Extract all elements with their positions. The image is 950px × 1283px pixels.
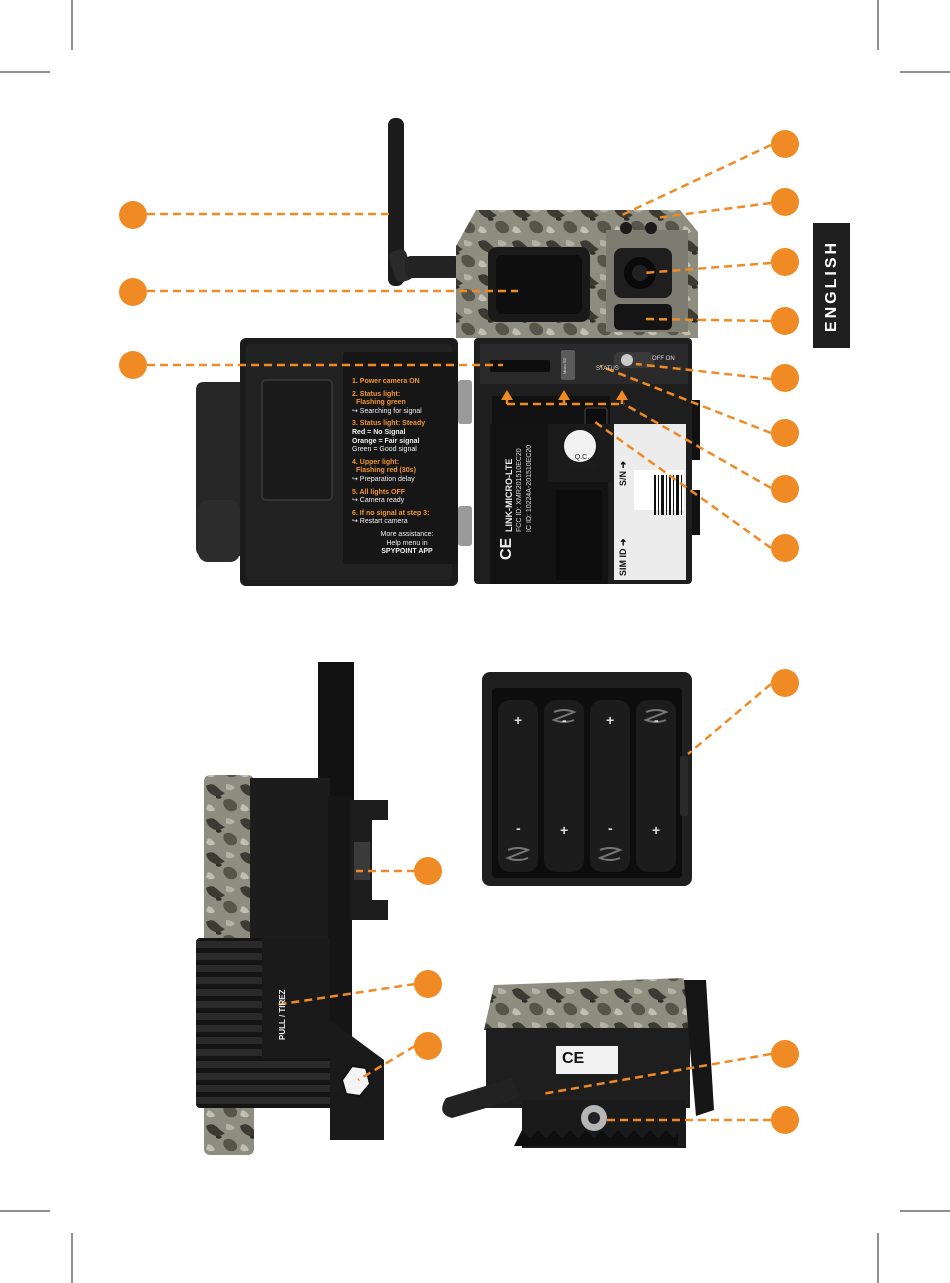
callout-sim-slot bbox=[771, 475, 799, 503]
callout-dc-jack bbox=[771, 1040, 799, 1068]
battery-1-plus: + bbox=[514, 712, 523, 728]
battery-2-plus: + bbox=[560, 822, 569, 838]
step-3-red: Red = No Signal bbox=[352, 428, 406, 436]
micro-sd-label: Micro SD bbox=[562, 357, 567, 374]
callout-lines bbox=[147, 143, 772, 1122]
assist-line-2: Help menu in bbox=[386, 539, 428, 547]
step-4-sub: Flashing red (30s) bbox=[356, 467, 416, 475]
sim-id-label: SIM ID ➜ bbox=[618, 538, 628, 576]
step-6-title: 6. If no signal at step 3: bbox=[352, 509, 430, 517]
callout-battery-release bbox=[414, 970, 442, 998]
step-2-note: ↪ Searching for signal bbox=[352, 407, 422, 415]
pull-tirez-label: PULL / TIREZ bbox=[278, 989, 287, 1040]
callout-strap-slot bbox=[414, 857, 442, 885]
model-label: LINK-MICRO-LTE bbox=[504, 458, 514, 532]
callout-status-led bbox=[771, 419, 799, 447]
camera-side-view bbox=[196, 662, 388, 1155]
battery-4-plus: + bbox=[652, 822, 661, 838]
step-2-title: 2. Status light: bbox=[352, 390, 401, 398]
step-5-note: ↪ Camera ready bbox=[352, 497, 405, 505]
assist-line-1: More assistance: bbox=[380, 530, 434, 538]
door-instructions: 1. Power camera ON 2. Status light: Flas… bbox=[352, 378, 462, 557]
callout-led-flash bbox=[119, 278, 147, 306]
ce-mark-top: CE bbox=[498, 537, 515, 560]
camera-open-view bbox=[196, 118, 700, 586]
callout-pir-sensor bbox=[771, 307, 799, 335]
battery-2-minus: - bbox=[562, 712, 567, 728]
ce-mark-bottom: CE bbox=[562, 1050, 585, 1067]
step-6-note: ↪ Restart camera bbox=[352, 518, 408, 526]
callout-lens bbox=[771, 248, 799, 276]
callout-motion-sensor bbox=[771, 188, 799, 216]
camera-underside-view bbox=[442, 978, 714, 1148]
qc-passed: Q.C.PASSED bbox=[568, 454, 596, 469]
callout-arrow-heads bbox=[501, 390, 628, 404]
step-3-orange: Orange = Fair signal bbox=[352, 437, 420, 445]
callout-power-switch bbox=[771, 364, 799, 392]
antenna bbox=[388, 118, 404, 286]
fcc-id: FCC ID: XMR201510EC20 bbox=[516, 448, 523, 532]
callout-battery-tray bbox=[771, 669, 799, 697]
step-1: 1. Power camera ON bbox=[352, 378, 420, 385]
status-label: STATUS bbox=[596, 366, 619, 372]
battery-4-minus: - bbox=[654, 712, 659, 728]
switch-label: OFF ON bbox=[652, 356, 675, 362]
callout-tripod-mount bbox=[771, 1106, 799, 1134]
language-label: ENGLISH bbox=[822, 239, 840, 332]
step-4-note: ↪ Preparation delay bbox=[352, 475, 415, 483]
step-5-title: 5. All lights OFF bbox=[352, 488, 406, 496]
callout-sd-slot bbox=[119, 351, 147, 379]
step-2-sub: Flashing green bbox=[356, 399, 406, 407]
step-3-green: Green = Good signal bbox=[352, 446, 417, 454]
battery-tray bbox=[482, 672, 692, 886]
callout-light-sensor bbox=[771, 130, 799, 158]
battery-3-plus: + bbox=[606, 712, 615, 728]
sn-label: S/N ➜ bbox=[618, 460, 628, 486]
ic-id: IC ID: 10224A-201510EC20 bbox=[526, 444, 533, 532]
battery-3-minus: - bbox=[608, 820, 613, 836]
step-3-title: 3. Status light: Steady bbox=[352, 420, 426, 428]
callout-lock-hole bbox=[414, 1032, 442, 1060]
assist-line-3: SPYPOINT APP bbox=[381, 548, 433, 556]
callout-usb-port bbox=[771, 534, 799, 562]
callout-antenna bbox=[119, 201, 147, 229]
battery-1-minus: - bbox=[516, 820, 521, 836]
step-4-title: 4. Upper light: bbox=[352, 458, 400, 466]
language-tab: ENGLISH bbox=[813, 223, 850, 348]
